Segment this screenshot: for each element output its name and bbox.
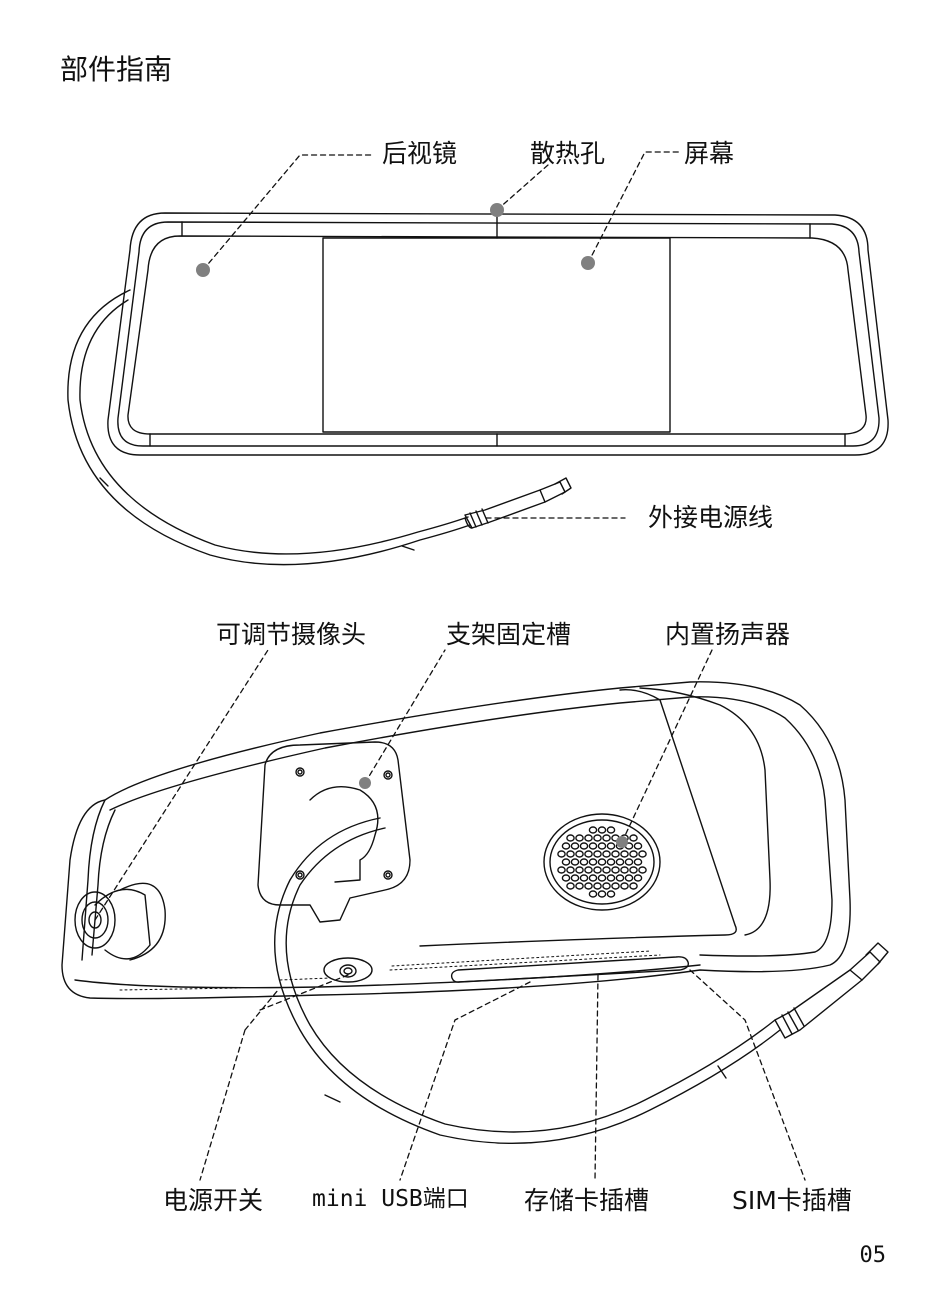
label-sim-card: SIM卡插槽 [732, 1186, 852, 1215]
speaker-hole [638, 850, 647, 858]
speaker-hole [588, 890, 598, 898]
card-slot [450, 956, 690, 983]
label-speaker: 内置扬声器 [665, 620, 791, 649]
label-power-switch: 电源开关 [163, 1186, 264, 1215]
speaker-hole [633, 874, 643, 882]
speaker-hole [557, 866, 566, 874]
speaker-hole [602, 834, 611, 842]
marker-screen [581, 256, 595, 270]
speaker-hole [611, 882, 620, 890]
vent-dots [119, 950, 661, 991]
speaker-hole [593, 850, 602, 858]
speaker-hole [602, 882, 611, 890]
speaker-hole [593, 834, 602, 842]
speaker-hole [633, 858, 643, 866]
speaker-hole [561, 858, 571, 866]
speaker-hole [584, 866, 593, 874]
front-power-cable [67, 289, 572, 566]
marker-bracket [359, 777, 371, 789]
speaker-hole [561, 842, 571, 850]
speaker-hole [606, 890, 616, 898]
label-mini-usb: mini USB端口 [312, 1186, 469, 1212]
label-memory-card: 存储卡插槽 [524, 1186, 650, 1215]
speaker-hole [566, 866, 575, 874]
mirror-front-view [107, 212, 889, 456]
speaker-hole [566, 850, 575, 858]
speaker-hole [606, 826, 616, 834]
speaker-hole [575, 834, 584, 842]
label-mirror: 后视镜 [382, 139, 458, 168]
marker-mirror [196, 263, 210, 277]
label-vent: 散热孔 [530, 139, 606, 168]
camera-drawing [74, 882, 166, 961]
speaker-hole [615, 874, 625, 882]
speaker-hole [588, 858, 598, 866]
speaker-hole [629, 834, 638, 842]
bracket-plate [257, 741, 411, 923]
speaker-hole [624, 874, 634, 882]
speaker-hole [570, 842, 580, 850]
speaker-drawing [543, 813, 661, 911]
speaker-hole [570, 874, 580, 882]
speaker-hole [597, 842, 607, 850]
markers [196, 203, 628, 848]
speaker-hole [597, 826, 607, 834]
speaker-hole [575, 850, 584, 858]
speaker-hole [593, 882, 602, 890]
speaker-hole [602, 866, 611, 874]
speaker-hole [606, 842, 616, 850]
page-number: 05 [859, 1243, 887, 1268]
speaker-hole [588, 842, 598, 850]
speaker-hole [597, 874, 607, 882]
speaker-hole [579, 858, 589, 866]
speaker-hole [620, 882, 629, 890]
marker-speaker [616, 836, 628, 848]
label-screen: 屏幕 [684, 139, 735, 168]
speaker-hole [588, 874, 598, 882]
speaker-hole [597, 858, 607, 866]
speaker-hole [606, 858, 616, 866]
speaker-hole [602, 850, 611, 858]
screen-panel [322, 237, 671, 433]
label-power-cable: 外接电源线 [648, 503, 774, 532]
speaker-hole [579, 874, 589, 882]
speaker-hole [611, 866, 620, 874]
speaker-hole [629, 850, 638, 858]
speaker-hole [579, 842, 589, 850]
speaker-hole [629, 866, 638, 874]
speaker-hole [566, 882, 575, 890]
speaker-hole [629, 882, 638, 890]
mirror-rear-view [61, 681, 851, 1000]
speaker-hole [557, 850, 566, 858]
speaker-hole [620, 866, 629, 874]
speaker-hole [593, 866, 602, 874]
power-switch-drawing [323, 957, 373, 983]
speaker-hole [606, 874, 616, 882]
speaker-hole [584, 850, 593, 858]
label-bracket-slot: 支架固定槽 [446, 620, 572, 649]
speaker-hole [620, 850, 629, 858]
speaker-hole [575, 882, 584, 890]
rear-power-cable [274, 817, 889, 1145]
label-camera: 可调节摄像头 [216, 620, 367, 649]
speaker-hole [570, 858, 580, 866]
speaker-hole [597, 890, 607, 898]
speaker-hole [615, 858, 625, 866]
page-title: 部件指南 [60, 53, 173, 86]
marker-vent [490, 203, 504, 217]
speaker-hole [624, 858, 634, 866]
leader-lines [94, 151, 806, 1181]
speaker-hole [633, 842, 643, 850]
speaker-hole [566, 834, 575, 842]
speaker-hole [638, 866, 647, 874]
speaker-hole [584, 882, 593, 890]
speaker-hole [588, 826, 598, 834]
speaker-hole [561, 874, 571, 882]
speaker-hole [611, 850, 620, 858]
speaker-hole [584, 834, 593, 842]
speaker-hole [575, 866, 584, 874]
